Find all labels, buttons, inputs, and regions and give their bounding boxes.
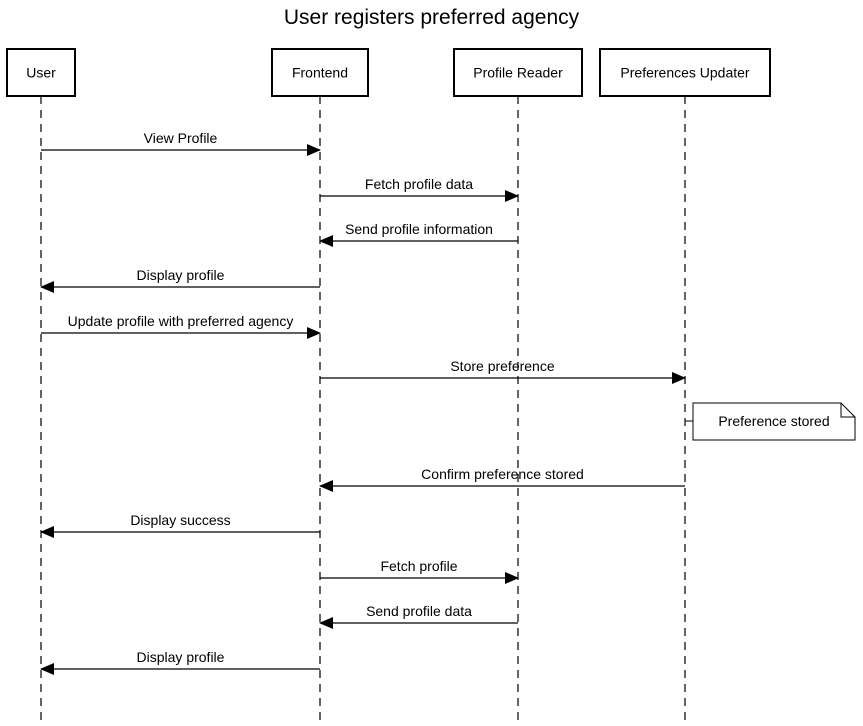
- message-label: Display profile: [137, 267, 225, 283]
- message-label: Display profile: [137, 649, 225, 665]
- message-6: Store preference: [320, 358, 686, 384]
- message-1: View Profile: [41, 130, 321, 156]
- actor-label-frontend: Frontend: [292, 65, 348, 81]
- message-label: View Profile: [144, 130, 218, 146]
- note-box: [692, 402, 856, 441]
- actor-updater: Preferences Updater: [599, 48, 771, 97]
- actor-box-frontend: [271, 48, 369, 97]
- message-4: Display profile: [40, 267, 320, 293]
- message-5: Update profile with preferred agency: [41, 313, 321, 339]
- message-11: Display profile: [40, 649, 320, 675]
- diagram-title: User registers preferred agency: [283, 6, 580, 29]
- actor-box-updater: [599, 48, 771, 97]
- actor-label-user: User: [26, 65, 56, 81]
- message-8: Display success: [40, 512, 320, 538]
- note-fold: [840, 403, 855, 418]
- message-2: Fetch profile data: [320, 176, 519, 202]
- actor-label-reader: Profile Reader: [473, 65, 563, 81]
- message-label: Store preference: [450, 358, 554, 374]
- message-label: Send profile data: [366, 603, 472, 619]
- actor-user: User: [6, 48, 76, 97]
- actor-label-updater: Preferences Updater: [620, 65, 750, 81]
- note-preference-stored: Preference stored: [685, 402, 856, 441]
- message-label: Fetch profile data: [365, 176, 473, 192]
- message-label: Update profile with preferred agency: [68, 313, 294, 329]
- actor-reader: Profile Reader: [453, 48, 583, 97]
- note-label: Preference stored: [718, 413, 829, 429]
- message-7: Confirm preference stored: [319, 466, 685, 492]
- message-label: Display success: [130, 512, 230, 528]
- message-label: Fetch profile: [380, 558, 457, 574]
- actor-box-user: [6, 48, 76, 97]
- message-3: Send profile information: [319, 221, 518, 247]
- actor-frontend: Frontend: [271, 48, 369, 97]
- actor-box-reader: [453, 48, 583, 97]
- message-label: Confirm preference stored: [421, 466, 584, 482]
- message-9: Fetch profile: [320, 558, 519, 584]
- message-10: Send profile data: [319, 603, 518, 629]
- message-label: Send profile information: [345, 221, 493, 237]
